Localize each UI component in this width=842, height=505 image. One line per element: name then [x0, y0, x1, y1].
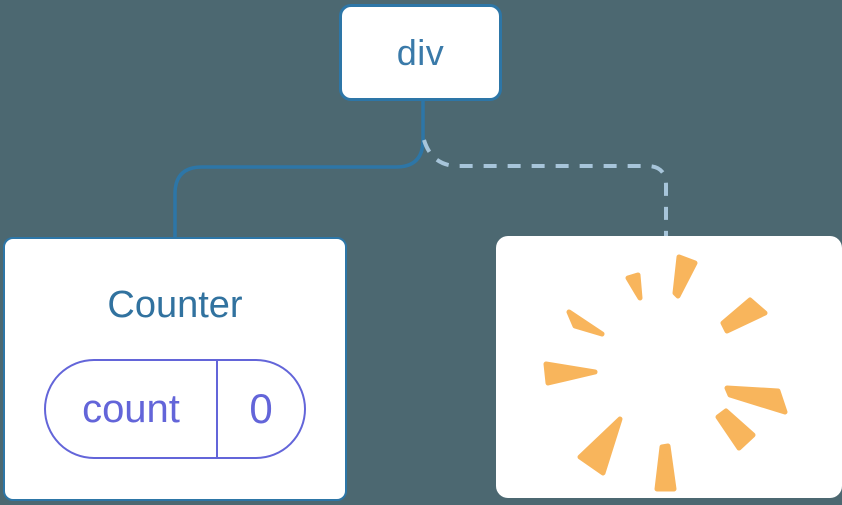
edge-div-counter — [173, 101, 425, 238]
removed-component-card — [496, 236, 842, 498]
tree-node-div-label: div — [396, 31, 445, 73]
poof-burst-icon — [543, 254, 788, 492]
component-card-counter: Counter count 0 — [3, 237, 347, 501]
state-key: count — [46, 361, 218, 457]
state-value: 0 — [249, 385, 273, 432]
tree-node-div: div — [339, 4, 502, 101]
edge-div-removed — [422, 139, 668, 237]
component-title: Counter — [107, 284, 243, 326]
state-pill: count 0 — [44, 359, 306, 459]
